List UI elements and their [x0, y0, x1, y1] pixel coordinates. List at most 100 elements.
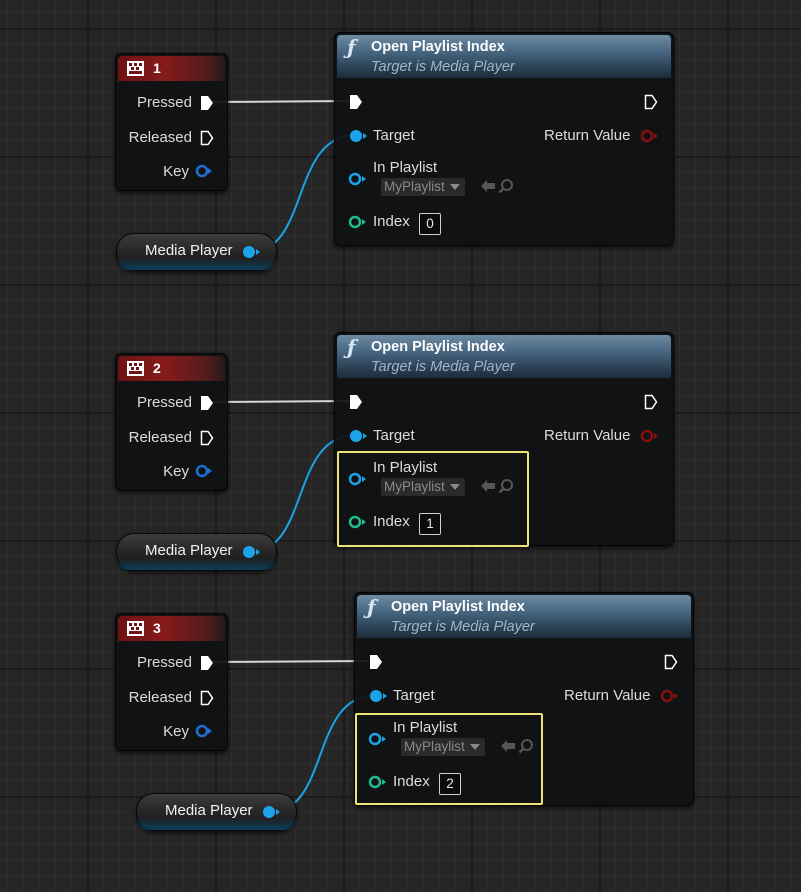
key-event-node-1[interactable]: 1 Pressed Released Key: [115, 53, 228, 191]
released-pin-label: Released: [128, 129, 192, 146]
variable-glow: [117, 258, 276, 270]
pressed-exec-pin[interactable]: [200, 395, 214, 411]
variable-glow: [117, 558, 276, 570]
variable-glow: [137, 818, 296, 830]
media-player-output-pin[interactable]: [241, 545, 261, 559]
key-event-header: 3: [118, 616, 225, 641]
chevron-down-icon: [469, 744, 480, 750]
exec-out-pin[interactable]: [644, 394, 658, 410]
function-node-subtitle: Target is Media Player: [371, 359, 515, 375]
key-event-node-3[interactable]: 3 Pressed Released Key: [115, 613, 228, 751]
exec-in-pin[interactable]: [349, 94, 363, 110]
function-node-header: ƒ Open Playlist Index Target is Media Pl…: [337, 335, 671, 378]
open-playlist-index-node-1[interactable]: ƒ Open Playlist Index Target is Media Pl…: [334, 32, 674, 246]
in-playlist-label: In Playlist: [373, 459, 438, 476]
media-player-variable-label: Media Player: [145, 242, 233, 259]
released-pin-label: Released: [128, 429, 192, 446]
playlist-dropdown[interactable]: MyPlaylist: [381, 178, 465, 196]
return-value-label: Return Value: [564, 687, 651, 704]
media-player-variable-node-1[interactable]: Media Player: [116, 233, 277, 271]
target-pin[interactable]: [349, 129, 369, 143]
key-struct-pin[interactable]: [195, 464, 213, 478]
target-pin-label: Target: [373, 427, 415, 444]
released-exec-pin[interactable]: [200, 690, 214, 706]
exec-in-pin[interactable]: [369, 654, 383, 670]
use-selected-arrow-icon[interactable]: [480, 479, 496, 493]
key-event-node-2[interactable]: 2 Pressed Released Key: [115, 353, 228, 491]
index-label: Index: [373, 513, 410, 530]
return-value-pin[interactable]: [659, 689, 679, 703]
use-selected-arrow-icon[interactable]: [500, 739, 516, 753]
chevron-down-icon: [449, 184, 460, 190]
pressed-exec-pin[interactable]: [200, 95, 214, 111]
media-player-variable-node-3[interactable]: Media Player: [136, 793, 297, 831]
return-value-pin[interactable]: [639, 429, 659, 443]
target-pin-label: Target: [393, 687, 435, 704]
keyboard-icon: [127, 621, 144, 636]
playlist-dropdown[interactable]: MyPlaylist: [401, 738, 485, 756]
exec-in-pin[interactable]: [349, 394, 363, 410]
index-input[interactable]: 2: [439, 773, 461, 795]
key-struct-pin[interactable]: [195, 724, 213, 738]
index-pin[interactable]: [347, 515, 367, 529]
target-pin-label: Target: [373, 127, 415, 144]
key-pin-label: Key: [163, 723, 189, 740]
pressed-exec-pin[interactable]: [200, 655, 214, 671]
pressed-pin-label: Pressed: [136, 654, 192, 671]
playlist-dropdown-value: MyPlaylist: [384, 179, 445, 194]
return-value-label: Return Value: [544, 427, 631, 444]
key-struct-pin[interactable]: [195, 164, 213, 178]
in-playlist-label: In Playlist: [373, 159, 438, 176]
pressed-pin-label: Pressed: [136, 394, 192, 411]
pressed-pin-label: Pressed: [136, 94, 192, 111]
return-value-pin[interactable]: [639, 129, 659, 143]
key-pin-label: Key: [163, 463, 189, 480]
playlist-dropdown-value: MyPlaylist: [404, 739, 465, 754]
key-event-header: 2: [118, 356, 225, 381]
media-player-variable-node-2[interactable]: Media Player: [116, 533, 277, 571]
browse-search-icon[interactable]: [498, 478, 514, 494]
exec-wire-2: [212, 400, 351, 403]
index-label: Index: [373, 213, 410, 230]
function-node-title: Open Playlist Index: [371, 39, 505, 55]
released-exec-pin[interactable]: [200, 130, 214, 146]
function-node-header: ƒ Open Playlist Index Target is Media Pl…: [337, 35, 671, 78]
function-node-header: ƒ Open Playlist Index Target is Media Pl…: [357, 595, 691, 638]
released-pin-label: Released: [128, 689, 192, 706]
target-pin[interactable]: [349, 429, 369, 443]
key-pin-label: Key: [163, 163, 189, 180]
keyboard-icon: [127, 61, 144, 76]
in-playlist-pin[interactable]: [347, 172, 367, 186]
released-exec-pin[interactable]: [200, 430, 214, 446]
exec-wire-3: [212, 660, 371, 663]
chevron-down-icon: [449, 484, 460, 490]
media-player-output-pin[interactable]: [241, 245, 261, 259]
index-input[interactable]: 0: [419, 213, 441, 235]
playlist-dropdown[interactable]: MyPlaylist: [381, 478, 465, 496]
in-playlist-label: In Playlist: [393, 719, 458, 736]
open-playlist-index-node-3[interactable]: ƒ Open Playlist Index Target is Media Pl…: [354, 592, 694, 806]
playlist-dropdown-value: MyPlaylist: [384, 479, 445, 494]
target-pin[interactable]: [369, 689, 389, 703]
function-icon: ƒ: [367, 595, 376, 619]
browse-search-icon[interactable]: [518, 738, 534, 754]
exec-out-pin[interactable]: [664, 654, 678, 670]
open-playlist-index-node-2[interactable]: ƒ Open Playlist Index Target is Media Pl…: [334, 332, 674, 547]
function-node-subtitle: Target is Media Player: [391, 619, 535, 635]
exec-out-pin[interactable]: [644, 94, 658, 110]
in-playlist-pin[interactable]: [347, 472, 367, 486]
index-pin[interactable]: [347, 215, 367, 229]
exec-wire-1: [212, 100, 351, 103]
in-playlist-pin[interactable]: [367, 732, 387, 746]
key-event-title: 2: [153, 360, 161, 376]
media-player-output-pin[interactable]: [261, 805, 281, 819]
index-pin[interactable]: [367, 775, 387, 789]
function-node-subtitle: Target is Media Player: [371, 59, 515, 75]
browse-search-icon[interactable]: [498, 178, 514, 194]
use-selected-arrow-icon[interactable]: [480, 179, 496, 193]
key-event-title: 1: [153, 60, 161, 76]
function-node-title: Open Playlist Index: [371, 339, 505, 355]
index-label: Index: [393, 773, 430, 790]
key-event-header: 1: [118, 56, 225, 81]
index-input[interactable]: 1: [419, 513, 441, 535]
